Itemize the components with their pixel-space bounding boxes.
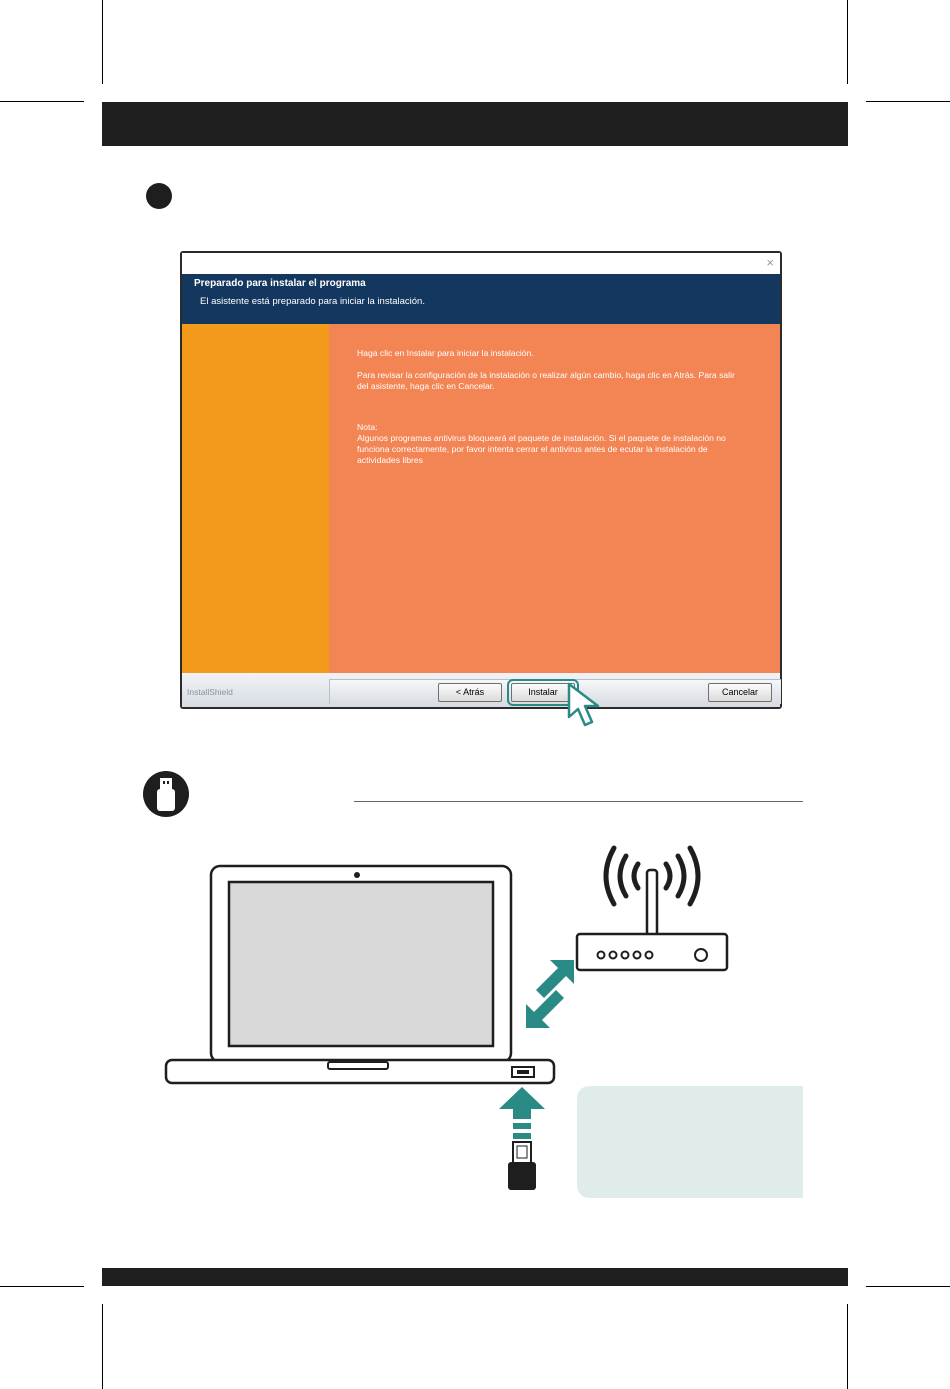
crop-mark <box>866 1286 950 1287</box>
install-button[interactable]: Instalar <box>507 679 579 706</box>
back-button[interactable]: < Atrás <box>438 683 502 702</box>
note-text: actividades libres <box>357 455 423 465</box>
crop-mark <box>866 101 950 102</box>
note-text: funciona correctamente, por favor intent… <box>357 444 708 454</box>
crop-mark <box>102 1304 103 1389</box>
crop-mark <box>0 1286 84 1287</box>
wizard-footer: InstallShield < Atrás Instalar Cancelar <box>182 673 781 707</box>
crop-mark <box>102 0 103 84</box>
instruction-text: Haga clic en Instalar para iniciar la in… <box>357 348 534 358</box>
header-band <box>102 102 848 146</box>
note-text: Algunos programas antivirus bloqueará el… <box>357 433 726 443</box>
footer-band <box>102 1268 848 1286</box>
step-bullet <box>146 183 172 209</box>
double-arrow-icon <box>526 960 574 1028</box>
cancel-button[interactable]: Cancelar <box>708 683 772 702</box>
close-icon[interactable]: × <box>766 255 774 270</box>
crop-mark <box>847 1304 848 1389</box>
laptop <box>164 864 556 1085</box>
wizard-body: Haga clic en Instalar para iniciar la in… <box>329 324 780 673</box>
usb-drive-icon <box>143 771 189 817</box>
crop-mark <box>0 101 84 102</box>
installshield-brand: InstallShield <box>187 687 233 697</box>
wizard-header: Preparado para instalar el programa El a… <box>182 274 780 324</box>
note-label: Nota: <box>357 422 378 432</box>
wizard-subheading: El asistente está preparado para iniciar… <box>200 296 425 307</box>
wizard-heading: Preparado para instalar el programa <box>194 278 366 289</box>
pointer-cursor-icon <box>567 682 600 727</box>
instruction-text: Para revisar la configuración de la inst… <box>357 370 735 380</box>
info-box <box>577 1086 803 1198</box>
usb-dongle <box>508 1141 536 1190</box>
wifi-router <box>575 845 729 972</box>
instruction-text: del asistente, haga clic en Cancelar. <box>357 381 495 391</box>
section-rule <box>354 801 803 802</box>
installer-window: × Preparado para instalar el programa El… <box>180 251 782 709</box>
window-titlebar: × <box>182 253 780 274</box>
crop-mark <box>847 0 848 84</box>
insert-arrow-icon <box>499 1087 545 1139</box>
wizard-side-panel <box>182 324 329 673</box>
